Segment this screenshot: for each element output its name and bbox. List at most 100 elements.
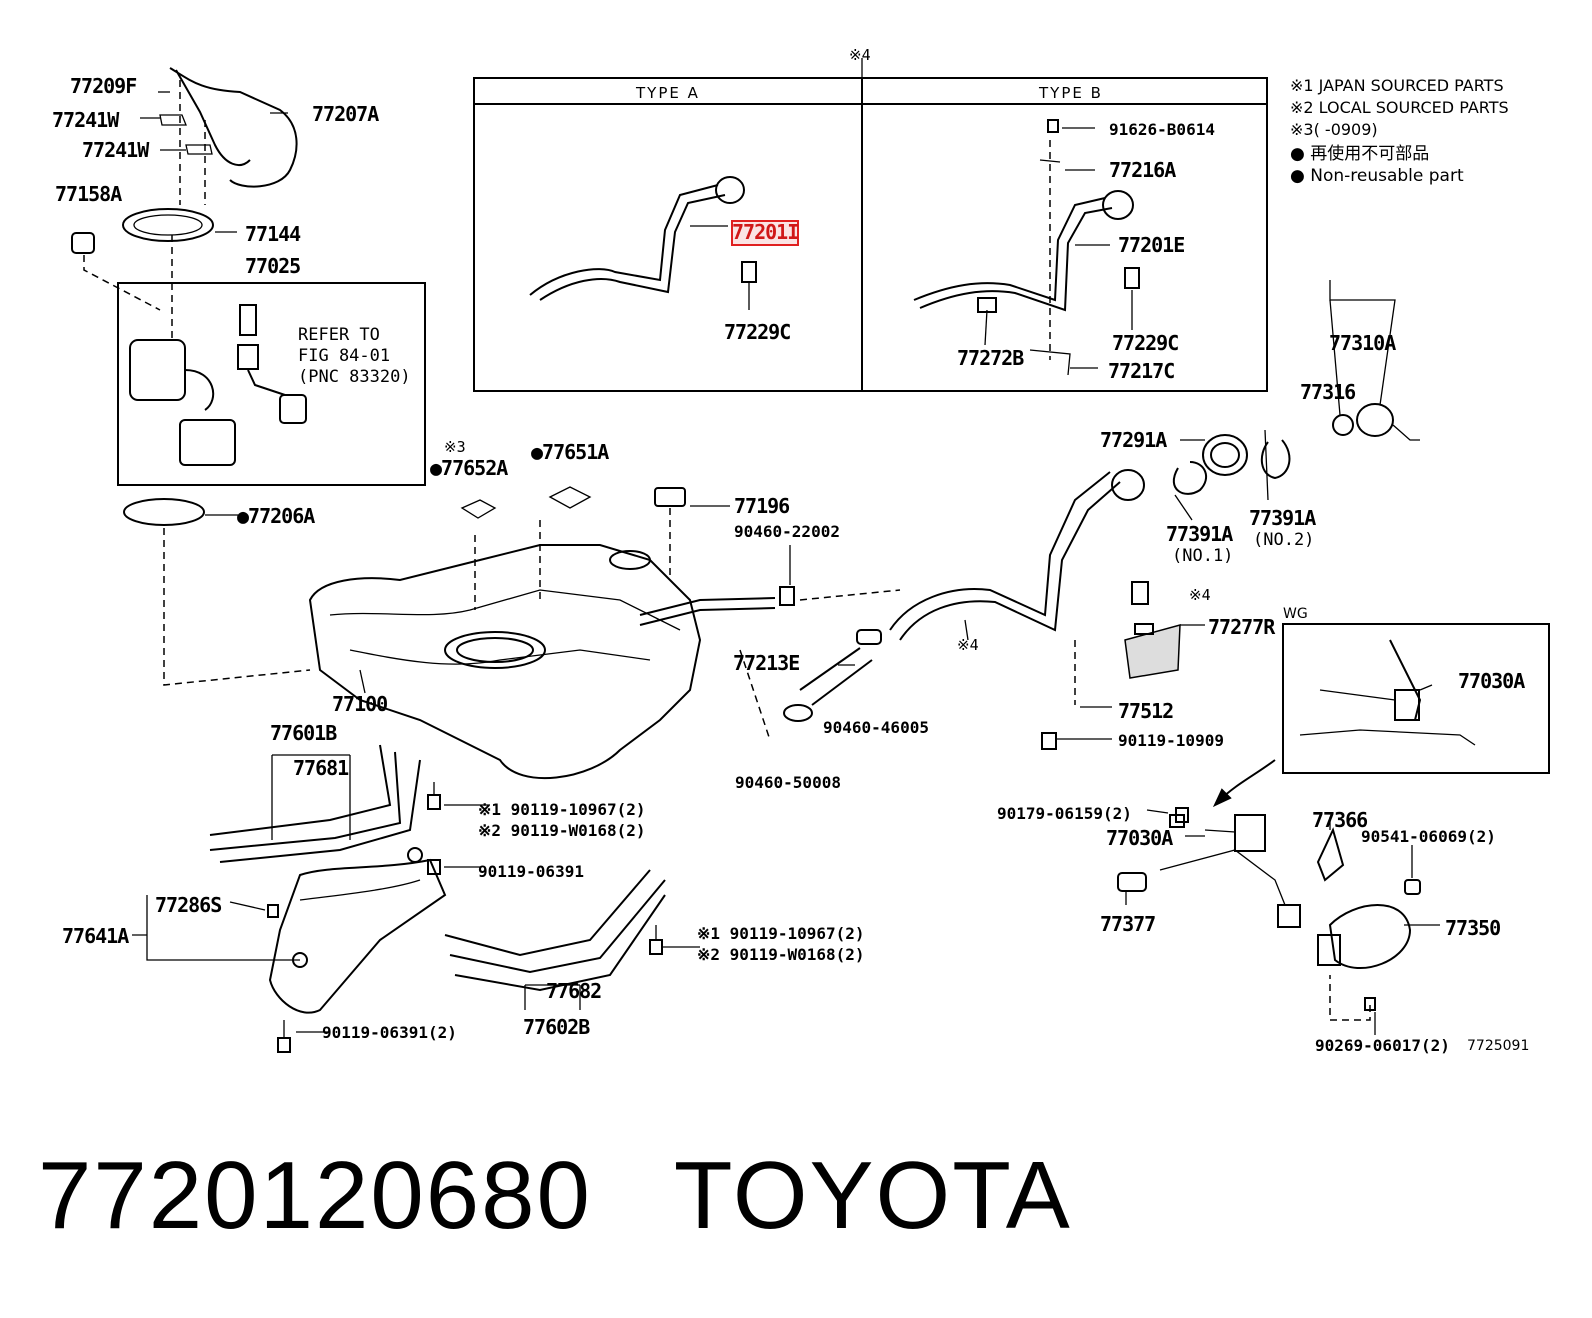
caption-part-number: 7720120680 xyxy=(38,1142,592,1249)
label-91626-B0614[interactable]: 91626-B0614 xyxy=(1109,120,1215,139)
diagram-id: 7725091 xyxy=(1467,1038,1530,1054)
label-77229C-type-b[interactable]: 77229C xyxy=(1112,331,1179,355)
pump-assembly-box xyxy=(117,282,426,486)
label-77652A[interactable]: ●77652A xyxy=(430,456,508,480)
label-77100[interactable]: 77100 xyxy=(332,692,388,716)
pad-90541 xyxy=(1404,879,1421,895)
label-90179-06159[interactable]: 90179-06159(2) xyxy=(997,804,1132,823)
cover-77651A xyxy=(548,486,592,509)
legend-note3: ※3( -0909) xyxy=(1290,120,1378,139)
bracket-77277R xyxy=(1124,624,1181,679)
label-77213E[interactable]: 77213E xyxy=(733,651,800,675)
label-77201-highlighted[interactable]: 77201I xyxy=(732,220,799,244)
label-77391A-no2[interactable]: 77391A xyxy=(1249,506,1316,530)
pump-sender xyxy=(179,419,236,466)
label-90119-06391-2[interactable]: 90119-06391(2) xyxy=(322,1023,457,1042)
label-90460-50008[interactable]: 90460-50008 xyxy=(735,773,841,792)
legend-note2: ※2 LOCAL SOURCED PARTS xyxy=(1290,98,1509,117)
fuel-line-77207A xyxy=(169,67,298,188)
label-77030A-wg[interactable]: 77030A xyxy=(1458,669,1525,693)
filler-pipe-main xyxy=(889,471,1111,631)
label-90119-06391[interactable]: 90119-06391 xyxy=(478,862,584,881)
label-90119-W0168-a[interactable]: ※2 90119-W0168(2) xyxy=(478,821,646,840)
label-77601B[interactable]: 77601B xyxy=(270,721,337,745)
label-90119-10967-b[interactable]: ※1 90119-10967(2) xyxy=(697,924,865,943)
legend-note1: ※1 JAPAN SOURCED PARTS xyxy=(1290,76,1504,95)
clip-77241W-1 xyxy=(159,114,187,126)
type-box xyxy=(473,77,1268,392)
label-77391A-no2-note: (NO.2) xyxy=(1253,530,1315,550)
label-77512[interactable]: 77512 xyxy=(1118,699,1174,723)
refer-line1: REFER TO xyxy=(298,325,380,345)
label-77291A[interactable]: 77291A xyxy=(1100,428,1167,452)
clip-77241W-2 xyxy=(185,144,213,155)
ring-77391A-2 xyxy=(1260,439,1291,480)
clamp-77196 xyxy=(654,487,686,507)
part-77377 xyxy=(1117,872,1147,892)
fuel-tank-77100 xyxy=(308,544,702,780)
actuator-77030A xyxy=(1234,814,1266,852)
label-77241W-1[interactable]: 77241W xyxy=(52,108,119,132)
label-77651A[interactable]: ●77651A xyxy=(531,440,609,464)
label-77025[interactable]: 77025 xyxy=(245,254,301,278)
label-77229C-type-a[interactable]: 77229C xyxy=(724,320,791,344)
label-77196[interactable]: 77196 xyxy=(734,494,790,518)
label-90119-10967-a[interactable]: ※1 90119-10967(2) xyxy=(478,800,646,819)
label-77602B[interactable]: 77602B xyxy=(523,1015,590,1039)
label-77681[interactable]: 77681 xyxy=(293,756,349,780)
label-77310A[interactable]: 77310A xyxy=(1329,331,1396,355)
label-77641A[interactable]: 77641A xyxy=(62,924,129,948)
label-77377[interactable]: 77377 xyxy=(1100,912,1156,936)
strap-77601B xyxy=(209,744,392,836)
label-77366[interactable]: 77366 xyxy=(1312,808,1368,832)
label-wg: WG xyxy=(1283,606,1308,622)
label-note4-a: ※4 xyxy=(1189,586,1211,604)
legend-non-reusable-en: ● Non-reusable part xyxy=(1290,166,1464,186)
caption-brand: TOYOTA xyxy=(673,1142,1072,1249)
label-77158A[interactable]: 77158A xyxy=(55,182,122,206)
label-77277R[interactable]: 77277R xyxy=(1208,615,1275,639)
arrow xyxy=(1219,759,1276,801)
label-90460-46005[interactable]: 90460-46005 xyxy=(823,718,929,737)
label-90119-W0168-b[interactable]: ※2 90119-W0168(2) xyxy=(697,945,865,964)
label-77206A[interactable]: ●77206A xyxy=(237,504,315,528)
lock-ring-77144 xyxy=(122,208,214,242)
label-77217C[interactable]: 77217C xyxy=(1108,359,1175,383)
label-77272B[interactable]: 77272B xyxy=(957,346,1024,370)
label-77391A-no1-note: (NO.1) xyxy=(1172,546,1234,566)
label-77682[interactable]: 77682 xyxy=(546,979,602,1003)
refer-line3: (PNC 83320) xyxy=(298,367,411,387)
label-77030A[interactable]: 77030A xyxy=(1106,826,1173,850)
label-90460-22002[interactable]: 90460-22002 xyxy=(734,522,840,541)
label-77207A[interactable]: 77207A xyxy=(312,102,379,126)
hose-77213E xyxy=(799,647,861,691)
strap-77602B xyxy=(444,869,651,957)
refer-line2: FIG 84-01 xyxy=(298,346,391,366)
label-77144[interactable]: 77144 xyxy=(245,222,301,246)
label-77209F[interactable]: 77209F xyxy=(70,74,137,98)
protector-77641A xyxy=(268,858,447,1014)
cover-77652A xyxy=(460,499,497,519)
fuel-lid-77350 xyxy=(1328,904,1412,970)
fuel-line-77209F xyxy=(175,69,251,166)
part-77158A xyxy=(71,232,95,254)
highlight-77201[interactable] xyxy=(731,220,799,246)
label-77350[interactable]: 77350 xyxy=(1445,916,1501,940)
grommet-77291A xyxy=(1202,434,1248,476)
bracket-77366 xyxy=(1316,827,1345,882)
label-90269-06017[interactable]: 90269-06017(2) xyxy=(1315,1036,1450,1055)
gasket-77316 xyxy=(1332,414,1354,436)
label-77316[interactable]: 77316 xyxy=(1300,380,1356,404)
label-77286S[interactable]: 77286S xyxy=(155,893,222,917)
label-90119-10909[interactable]: 90119-10909 xyxy=(1118,731,1224,750)
label-77391A-no1[interactable]: 77391A xyxy=(1166,522,1233,546)
wg-box xyxy=(1282,623,1550,774)
label-77201E[interactable]: 77201E xyxy=(1118,233,1185,257)
label-77241W-2[interactable]: 77241W xyxy=(82,138,149,162)
label-90541-06069[interactable]: 90541-06069(2) xyxy=(1361,827,1496,846)
label-77216A[interactable]: 77216A xyxy=(1109,158,1176,182)
legend-non-reusable-jp: ● 再使用不可部品 xyxy=(1290,144,1430,164)
label-77652A-note: ※3 xyxy=(444,438,466,456)
